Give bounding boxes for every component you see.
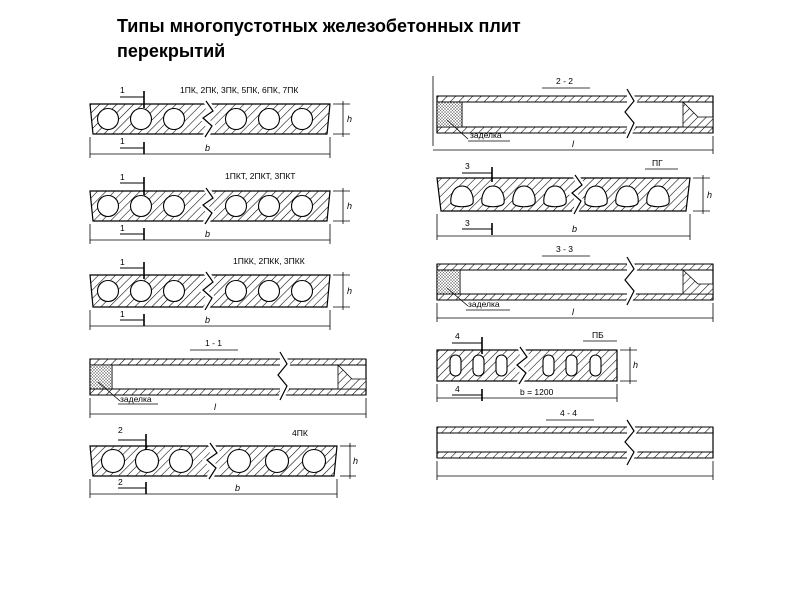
section-title: 4 - 4: [560, 408, 577, 418]
void-circles: [96, 107, 314, 131]
section-mark-bottom: 2: [118, 477, 123, 487]
height-label: h: [347, 114, 352, 124]
width-label: b = 1200: [520, 387, 554, 397]
cross-section-pk: 1 1 1ПК, 2ПК, 3ПК, 5ПК, 6ПК, 7ПК b h: [89, 85, 352, 158]
embedment-label: заделка: [468, 299, 500, 309]
length-label: l: [572, 139, 575, 149]
section-mark-top: 1: [120, 85, 125, 95]
section-title: 1 - 1: [205, 338, 222, 348]
embedment-label: заделка: [120, 394, 152, 404]
section-mark-bottom: 1: [120, 136, 125, 146]
height-label: h: [347, 201, 352, 211]
width-label: b: [205, 315, 210, 325]
void-circles: [100, 448, 327, 474]
width-label: b: [572, 224, 577, 234]
section-title: 2 - 2: [556, 76, 573, 86]
panel-type-label: 1ПК, 2ПК, 3ПК, 5ПК, 6ПК, 7ПК: [180, 85, 298, 95]
panel-type-label: 1ПКТ, 2ПКТ, 3ПКТ: [225, 171, 296, 181]
longitudinal-section-2-2: 2 - 2 заделка l: [432, 76, 714, 154]
height-label: h: [353, 456, 358, 466]
panel-type-label: 1ПКК, 2ПКК, 3ПКК: [233, 256, 305, 266]
panel-type-label: ПГ: [652, 158, 663, 168]
title-line-2: перекрытий: [117, 41, 226, 61]
cross-section-pg: 3 3 ПГ b h: [436, 158, 712, 240]
longitudinal-section-1-1: 1 - 1 заделка l: [89, 338, 367, 418]
void-circles: [96, 194, 314, 218]
cross-section-4pk: 2 2 4ПК b h: [89, 425, 358, 498]
cross-section-pkk: 1 1 1ПКК, 2ПКК, 3ПКК b h: [89, 256, 352, 330]
panel-type-label: 4ПК: [292, 428, 308, 438]
section-mark-top: 2: [118, 425, 123, 435]
longitudinal-section-3-3: 3 - 3 заделка l: [436, 244, 714, 322]
section-mark-top: 4: [455, 331, 460, 341]
section-mark-bottom: 4: [455, 384, 460, 394]
length-label: l: [572, 307, 575, 317]
length-label: l: [214, 402, 217, 412]
section-mark-top: 1: [120, 172, 125, 182]
section-mark-bottom: 1: [120, 223, 125, 233]
void-ovals: [450, 185, 670, 208]
height-label: h: [633, 360, 638, 370]
void-circles: [96, 279, 314, 303]
title-line-1: Типы многопустотных железобетонных плит: [117, 16, 521, 36]
embedment-label: заделка: [470, 130, 502, 140]
section-mark-top: 3: [465, 161, 470, 171]
section-title: 3 - 3: [556, 244, 573, 254]
width-label: b: [205, 143, 210, 153]
panel-type-label: ПБ: [592, 330, 604, 340]
page-title: Типы многопустотных железобетонных плит …: [117, 14, 717, 64]
width-label: b: [205, 229, 210, 239]
section-mark-top: 1: [120, 257, 125, 267]
section-mark-bottom: 3: [465, 218, 470, 228]
height-label: h: [347, 286, 352, 296]
section-mark-bottom: 1: [120, 309, 125, 319]
longitudinal-section-4-4: 4 - 4: [436, 408, 714, 480]
void-ovals: [449, 354, 602, 377]
cross-section-pkt: 1 1 1ПКТ, 2ПКТ, 3ПКТ b h: [89, 171, 352, 244]
height-label: h: [707, 190, 712, 200]
cross-section-pb: 4 4 ПБ b = 1200 h: [436, 330, 638, 402]
width-label: b: [235, 483, 240, 493]
